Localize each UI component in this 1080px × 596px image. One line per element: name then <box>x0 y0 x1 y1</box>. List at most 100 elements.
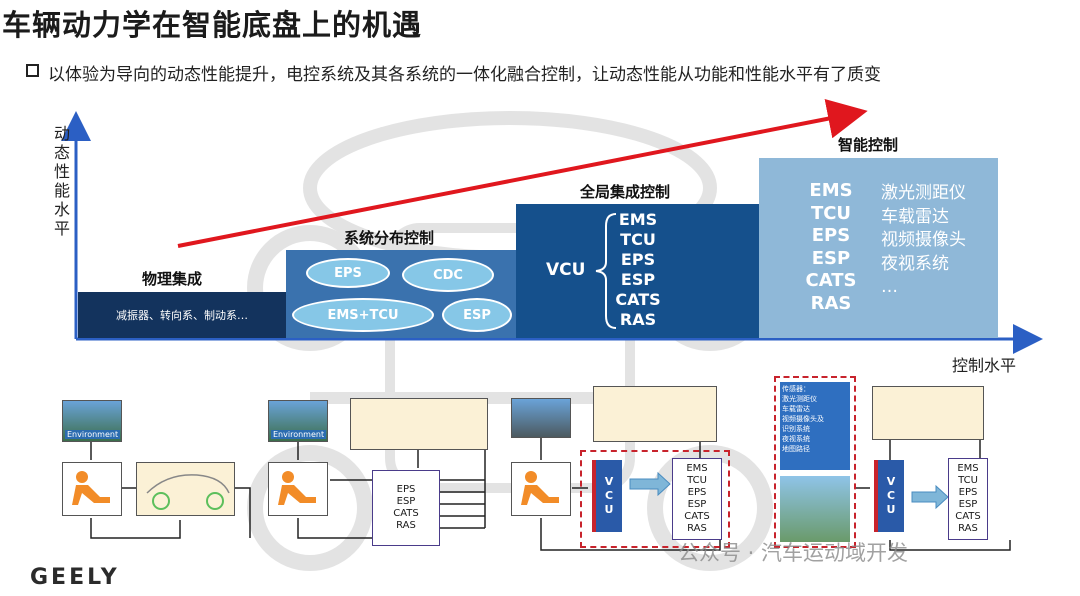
sensor-item: 夜视系统 <box>881 253 949 274</box>
controller-list-box: EMS TCU EPS ESP CATS RAS <box>672 458 722 540</box>
global-system-item: EMS <box>618 210 658 229</box>
environment-label: Environment <box>65 430 121 439</box>
intelligent-systems-list: EMS TCU EPS ESP CATS RAS <box>801 180 861 315</box>
oval-cdc: CDC <box>402 258 494 292</box>
page-subtitle: 以体验为导向的动态性能提升，电控系统及其各系统的一体化融合控制，让动态性能从功能… <box>48 65 881 85</box>
sensor-info-item: 车载雷达 <box>782 405 810 413</box>
controller-item: ESP <box>396 496 416 507</box>
vcu-letter: U <box>886 503 896 516</box>
vcu-letter: U <box>604 503 614 516</box>
stage-global-title: 全局集成控制 <box>580 183 671 201</box>
sensor-item: 视频摄像头 <box>881 230 966 250</box>
control-loop-diagrams <box>90 425 1011 551</box>
stage-intelligent-title: 智能控制 <box>838 136 899 154</box>
controller-item: EPS <box>396 484 416 495</box>
vcu-letter: C <box>886 489 896 502</box>
controller-item: EMS <box>957 463 979 474</box>
car-outline-icon <box>146 474 230 510</box>
stage-intelligent-block: EMS TCU EPS ESP CATS RAS 激光测距仪 车载雷达 视频摄像… <box>759 158 998 338</box>
stage-global-block: VCU EMS TCU EPS ESP CATS RAS <box>516 204 759 338</box>
stage-distributed-block: EPS CDC EMS+TCU ESP <box>286 250 516 338</box>
brand-logo: GEELY <box>30 565 120 590</box>
vcu-block: V C U <box>592 460 622 532</box>
page-title: 车辆动力学在智能底盘上的机遇 <box>2 8 423 42</box>
driver-box <box>62 462 122 516</box>
controller-item: RAS <box>396 520 416 531</box>
brace-icon <box>595 213 617 329</box>
driver-icon <box>278 471 316 505</box>
oval-eps: EPS <box>306 258 390 288</box>
environment-camera-view: Environment <box>62 400 122 442</box>
sensor-info-item: 传感器： <box>782 385 810 393</box>
controller-item: ESP <box>687 499 707 510</box>
environment-label: Environment <box>271 430 327 439</box>
vcu-block: V C U <box>874 460 904 532</box>
controller-item: TCU <box>958 475 978 486</box>
sensor-info-item: 夜视系统 <box>782 435 810 443</box>
vehicle-box-physical <box>136 462 235 516</box>
vcu-letter: V <box>886 475 896 488</box>
driver-box <box>268 462 328 516</box>
arrow-icon <box>911 484 949 510</box>
intelligent-system-item: EPS <box>811 225 851 246</box>
vcu-label: VCU <box>546 260 586 280</box>
driver-box <box>511 462 571 516</box>
stage-physical-block: 减振器、转向系、制动系… <box>78 292 286 338</box>
controller-item: CATS <box>393 508 419 519</box>
sensor-info-item: 激光测距仪 <box>782 395 817 403</box>
intelligent-system-item: CATS <box>805 270 857 291</box>
controller-list-box: EPS ESP CATS RAS <box>372 470 440 546</box>
sensor-info-item: 识别系统 <box>782 425 810 433</box>
bullet-square-icon <box>26 64 39 77</box>
oval-esp: ESP <box>442 298 512 332</box>
intelligent-system-item: EMS <box>809 180 853 201</box>
global-system-item: CATS <box>615 290 661 309</box>
vehicle-box-distributed <box>350 398 488 450</box>
driver-icon <box>72 471 110 505</box>
stage-distributed-title: 系统分布控制 <box>344 229 435 247</box>
intelligent-system-item: TCU <box>810 202 852 224</box>
sensor-list: 激光测距仪 车载雷达 视频摄像头 夜视系统 … <box>881 182 966 300</box>
vehicle-box-intelligent <box>872 386 984 440</box>
controller-item: TCU <box>687 475 707 486</box>
oval-ems-tcu: EMS+TCU <box>292 298 434 332</box>
controller-item: EPS <box>687 487 707 498</box>
x-axis-label: 控制水平 <box>952 356 1017 375</box>
vcu-letter: C <box>604 489 614 502</box>
stage-physical-text: 减振器、转向系、制动系… <box>116 309 248 322</box>
sensor-item: 车载雷达 <box>881 206 949 227</box>
global-system-item: EPS <box>620 250 656 269</box>
sensor-info-item: 视频摄像头及 <box>782 415 824 423</box>
global-system-item: TCU <box>620 230 656 249</box>
y-axis-label: 动态性能水平 <box>53 124 70 238</box>
road-scene-image <box>780 476 850 542</box>
driver-icon <box>521 471 559 505</box>
controller-list-box: EMS TCU EPS ESP CATS RAS <box>948 458 988 540</box>
controller-item: EPS <box>958 487 978 498</box>
global-system-item: ESP <box>620 270 656 289</box>
sensor-info-panel: 传感器： 激光测距仪 车载雷达 视频摄像头及 识别系统 夜视系统 地图路径 <box>780 382 850 470</box>
intelligent-system-item: ESP <box>811 247 851 269</box>
sensor-item: … <box>881 277 898 297</box>
watermark: 公众号 · 汽车运动域开发 <box>678 541 909 565</box>
controller-item: CATS <box>684 511 710 522</box>
arrow-icon <box>629 471 671 497</box>
stage-physical-title: 物理集成 <box>142 270 203 288</box>
intelligent-system-item: RAS <box>810 292 852 314</box>
trend-arrow <box>177 98 868 248</box>
global-system-item: RAS <box>619 310 657 329</box>
controller-item: RAS <box>687 523 707 534</box>
environment-camera-view: Environment <box>268 400 328 442</box>
global-systems-list: EMS TCU EPS ESP CATS RAS <box>608 210 668 330</box>
vehicle-box-global <box>593 386 717 442</box>
sensor-info-item: 地图路径 <box>782 445 810 453</box>
controller-item: CATS <box>955 511 981 522</box>
controller-item: EMS <box>686 463 708 474</box>
road-camera-view <box>511 398 571 438</box>
integrated-control-highlight <box>580 450 730 548</box>
controller-item: RAS <box>958 523 978 534</box>
controller-item: ESP <box>958 499 978 510</box>
sensor-highlight <box>774 376 856 548</box>
performance-axes <box>61 98 1043 354</box>
sensor-item: 激光测距仪 <box>881 183 966 203</box>
